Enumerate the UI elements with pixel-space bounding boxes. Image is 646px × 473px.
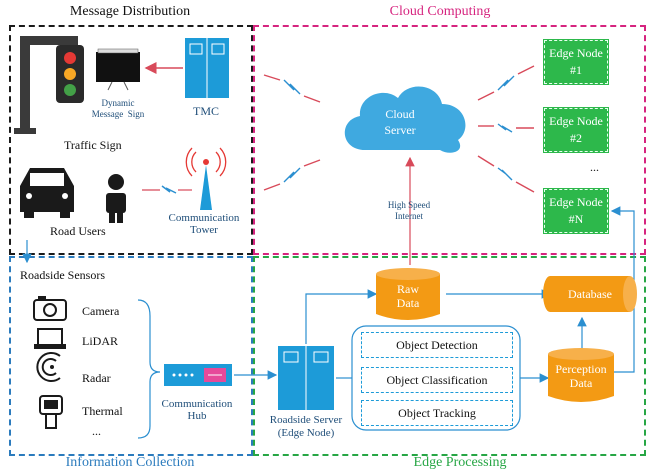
sensor-camera-label: Camera [82, 304, 120, 318]
sensor-radar-label: Radar [82, 371, 111, 385]
cloud-server-label: Cloud Server [384, 107, 416, 137]
perception-data-label: Perception Data [555, 362, 607, 390]
edge-node-n: Edge Node #N [543, 188, 609, 234]
communication-tower-icon [185, 147, 227, 210]
raw-data-label: Raw Data [396, 282, 420, 310]
roadside-server-label: Roadside Server (Edge Node) [269, 414, 343, 439]
edge-processing-title: Edge Processing [413, 455, 507, 470]
high-speed-internet-label: High Speed Internet [387, 200, 431, 221]
tmc-label: TMC [193, 104, 220, 118]
radar-icon [36, 352, 61, 382]
sensor-lidar-label: LiDAR [82, 334, 118, 348]
information-collection-region [9, 256, 253, 456]
edge-processing-region [253, 256, 646, 456]
cloud-server-icon [344, 86, 466, 153]
traffic-light-icon [14, 36, 84, 134]
person-icon [106, 174, 126, 223]
thermal-icon [39, 395, 63, 429]
wireless-links [263, 65, 535, 193]
communication-hub-icon [164, 364, 232, 386]
dms-label: Dynamic Message Sign [91, 98, 145, 119]
raw-data-cylinder [376, 268, 440, 320]
information-collection-title: Information Collection [65, 455, 195, 470]
communication-tower-label: Communication Tower [168, 212, 240, 236]
tmc-server-icon [185, 38, 229, 98]
sensor-thermal-label: Thermal [82, 404, 123, 418]
sensor-ellipsis: ... [92, 424, 101, 438]
camera-icon [33, 296, 67, 321]
edge-node-1: Edge Node #1 [543, 39, 609, 85]
perception-data-cylinder [548, 348, 614, 402]
database-cylinder [543, 276, 637, 312]
cloud-computing-title: Cloud Computing [389, 4, 491, 19]
object-detection-box: Object Detection [361, 332, 513, 358]
object-tracking-box: Object Tracking [361, 400, 513, 426]
road-users-label: Road Users [50, 224, 106, 238]
edge-node-2: Edge Node #2 [543, 107, 609, 153]
roadside-server-icon [278, 346, 334, 410]
database-label: Database [568, 287, 612, 301]
traffic-sign-label: Traffic Sign [64, 138, 122, 152]
cloud-computing-region [253, 25, 646, 255]
lidar-icon [34, 328, 66, 349]
car-icon [20, 168, 74, 218]
roadside-sensors-title: Roadside Sensors [20, 268, 105, 282]
edge-node-ellipsis: ... [590, 160, 599, 174]
message-distribution-title: Message Distribution [69, 4, 191, 19]
dynamic-message-sign-icon [96, 48, 140, 91]
object-classification-box: Object Classification [361, 367, 513, 393]
communication-hub-label: Communication Hub [161, 398, 233, 422]
message-distribution-region [9, 25, 253, 255]
